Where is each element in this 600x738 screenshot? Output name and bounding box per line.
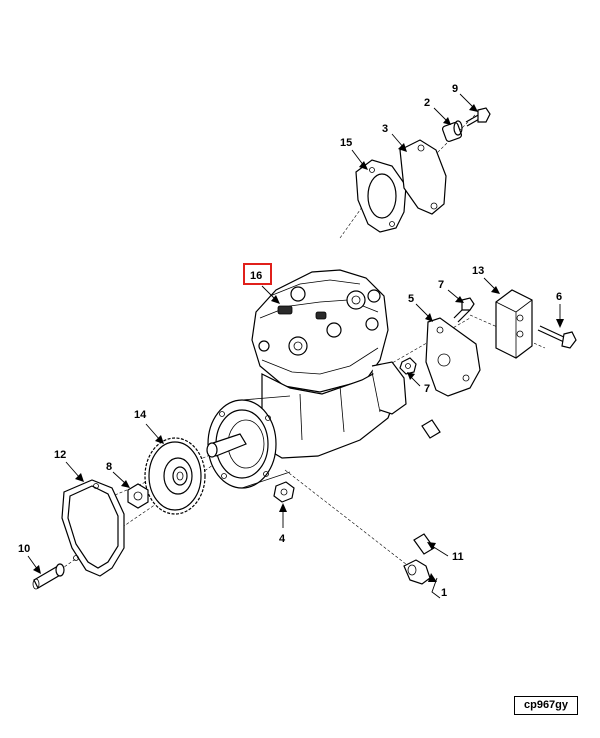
callout-6: 6: [556, 291, 562, 303]
callout-9: 9: [452, 83, 458, 95]
callout-14: 14: [134, 409, 147, 421]
leader-lines: [27, 93, 564, 599]
block-part: [495, 289, 533, 359]
callout-10: 10: [18, 543, 30, 555]
callout-7-upper: 7: [438, 279, 444, 291]
callout-labels: 1 2 3 4 5 6 7 7 8 9 10 11 12 13 14 15 16: [18, 83, 562, 599]
callout-7-lower: 7: [424, 383, 430, 395]
callout-16: 16: [250, 270, 262, 282]
drawing-id-label: cp967gy: [514, 696, 578, 715]
bolt-7-upper-part: [453, 297, 475, 323]
bolt-6-part: [537, 325, 577, 349]
callout-2: 2: [424, 97, 430, 109]
highlight-box: [243, 263, 272, 285]
callout-5: 5: [408, 293, 414, 305]
nut-8-part: [127, 483, 149, 509]
bolt-9-part: [465, 107, 491, 127]
callout-1: 1: [441, 587, 447, 599]
nut-4-part: [273, 481, 295, 503]
gasket-part: [355, 159, 407, 233]
callout-3: 3: [382, 123, 388, 135]
drive-gear-part: [144, 437, 206, 515]
callout-13: 13: [472, 265, 484, 277]
callout-4: 4: [279, 533, 286, 545]
elbow-fitting-part: [403, 559, 431, 585]
callout-15: 15: [340, 137, 352, 149]
bracket-part: [425, 317, 481, 397]
callout-12: 12: [54, 449, 66, 461]
bolt-10-part: [32, 563, 65, 590]
callout-8: 8: [106, 461, 112, 473]
cover-gasket-part: [61, 479, 125, 577]
air-hose-part: [376, 419, 441, 555]
cover-plate-part: [399, 139, 447, 215]
air-compressor-body: [206, 269, 407, 489]
nut-7-lower-part: [399, 357, 417, 375]
spacer-part: [441, 120, 463, 143]
callout-11: 11: [452, 551, 464, 563]
